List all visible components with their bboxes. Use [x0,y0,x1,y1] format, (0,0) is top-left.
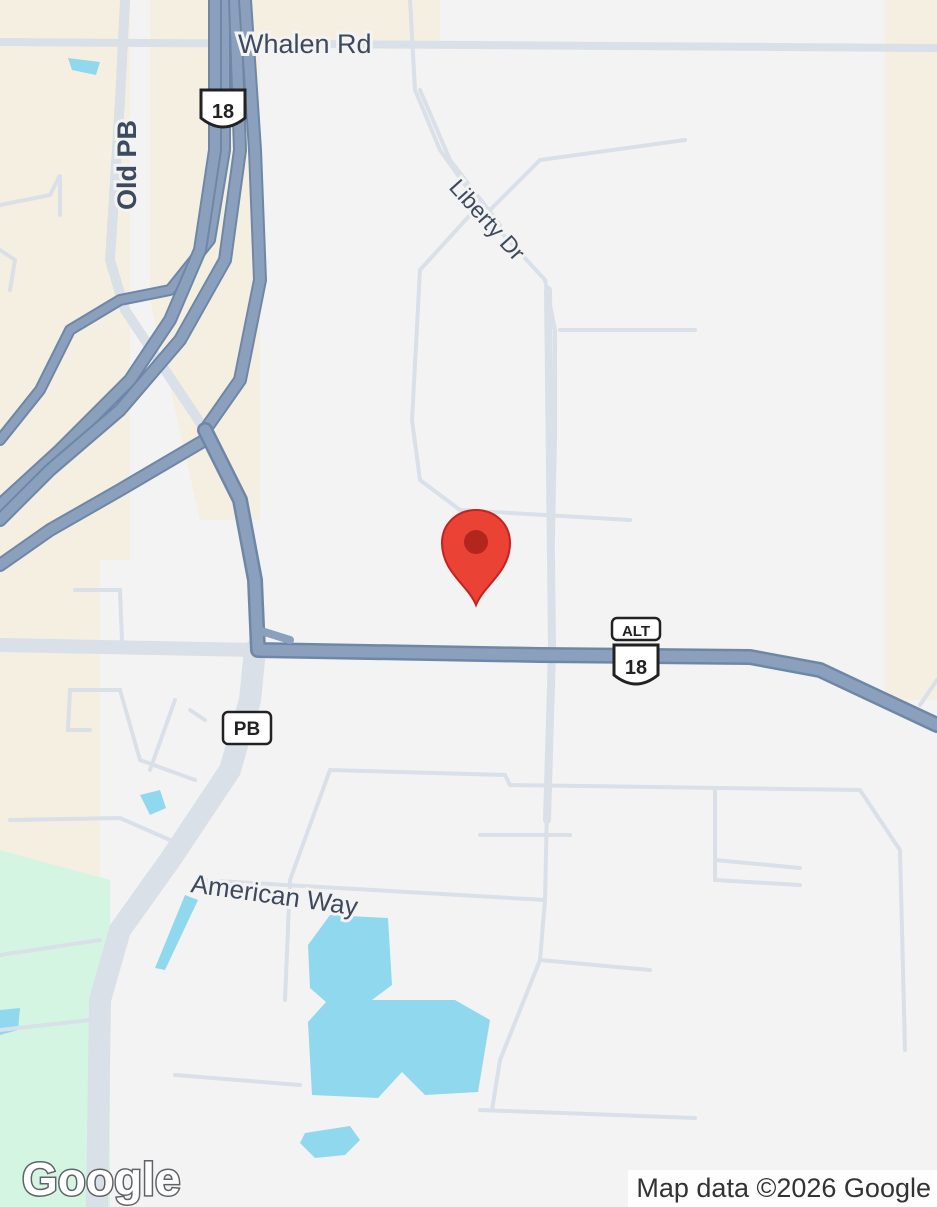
sand-area [885,0,937,700]
google-logo: Google [21,1152,182,1207]
map-attribution[interactable]: Map data ©2026 Google [628,1170,937,1207]
pond [308,915,490,1098]
shield-pb-label: PB [234,719,260,740]
highways [0,0,937,733]
shield-number: 18 [625,657,647,679]
location-pin-icon[interactable] [440,508,512,608]
svg-text:Google: Google [22,1153,180,1205]
us-route-18-shield: 18 [199,88,247,129]
pond [300,1126,360,1158]
shield-alt-label: ALT [622,623,650,640]
alt-route-18-shield: ALT 18 [610,616,662,686]
shield-number: 18 [212,101,234,123]
road-label-old-pb: Old PB [112,120,142,210]
road-label-whalen: Whalen Rd [238,29,372,59]
pond [140,790,166,815]
park-area [0,850,110,1207]
pond [68,58,100,75]
county-pb-shield: PB [221,710,273,746]
pond [155,895,198,970]
